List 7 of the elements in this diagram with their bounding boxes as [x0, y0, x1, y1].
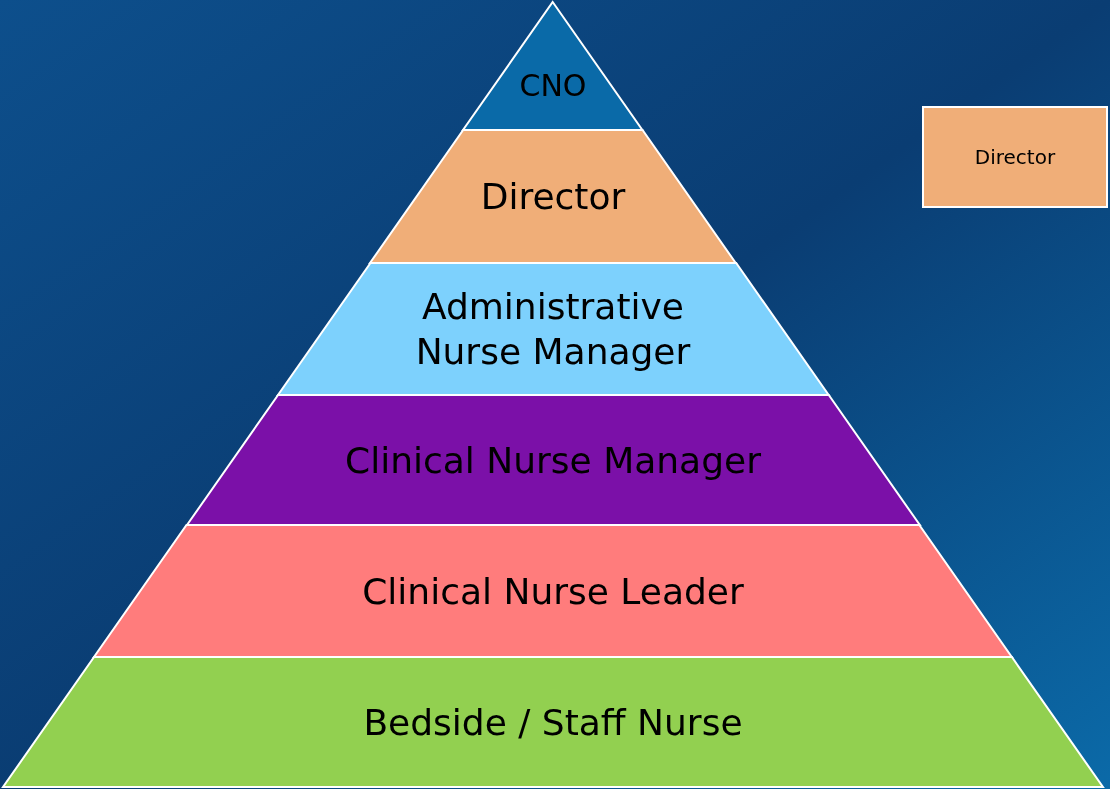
level-label: CNO	[519, 67, 587, 105]
level-label: Director	[480, 175, 626, 219]
level-label: Administrative Nurse Manager	[414, 285, 692, 374]
level-label: Bedside / Staff Nurse	[363, 700, 743, 745]
level-label: Clinical Nurse Leader	[362, 569, 744, 614]
level-label: Clinical Nurse Manager	[345, 438, 761, 483]
level-label: Director	[974, 144, 1056, 170]
